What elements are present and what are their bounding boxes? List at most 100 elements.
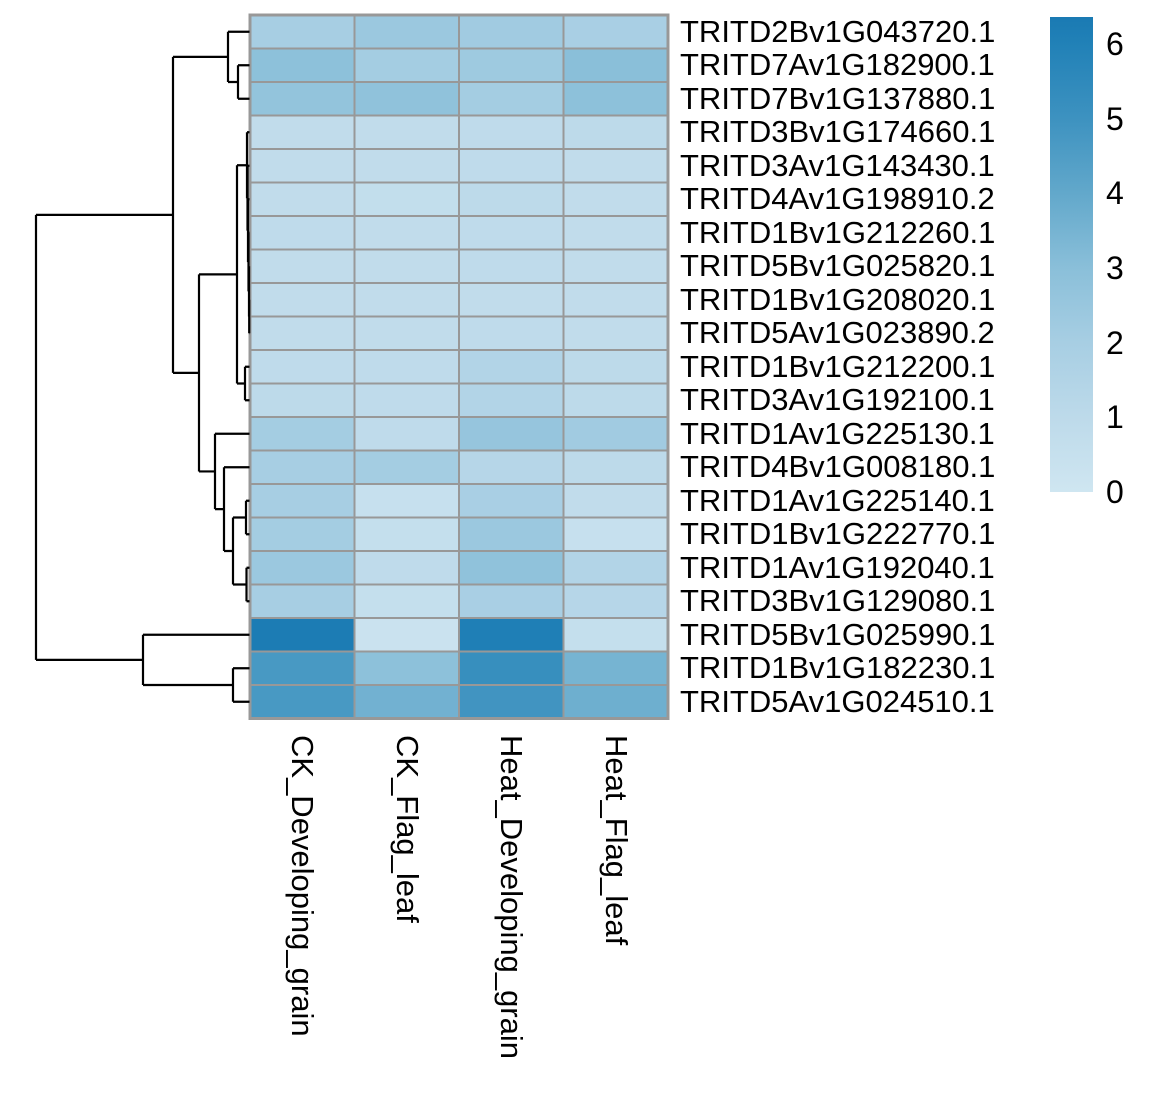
heatmap-cell <box>249 583 356 619</box>
row-label: TRITD3Bv1G174660.1 <box>680 114 996 150</box>
heatmap-cell <box>458 114 565 150</box>
heatmap-cell <box>249 684 356 720</box>
heatmap-cell <box>458 550 565 586</box>
heatmap-cell <box>353 81 460 117</box>
heatmap-cell <box>458 516 565 552</box>
heatmap-cell <box>249 114 356 150</box>
row-label: TRITD5Av1G024510.1 <box>680 683 995 719</box>
heatmap-cell <box>458 315 565 351</box>
heatmap-cell <box>353 650 460 686</box>
row-label: TRITD3Av1G192100.1 <box>680 382 995 418</box>
row-label: TRITD7Bv1G137880.1 <box>680 80 996 116</box>
legend-tick-label: 2 <box>1106 324 1124 361</box>
heatmap-cell <box>353 282 460 318</box>
heatmap-cell <box>353 583 460 619</box>
row-label: TRITD1Bv1G222770.1 <box>680 516 996 552</box>
heatmap-cell <box>353 14 460 50</box>
col-label: CK_Flag_leaf <box>389 735 425 923</box>
heatmap-cell <box>562 282 669 318</box>
heatmap-cell <box>353 114 460 150</box>
row-label: TRITD5Bv1G025990.1 <box>680 616 996 652</box>
heatmap-cell <box>458 14 565 50</box>
heatmap-cell <box>249 248 356 284</box>
heatmap-cell <box>353 382 460 418</box>
heatmap-cell <box>562 416 669 452</box>
legend-tick-label: 5 <box>1106 100 1124 137</box>
heatmap-cell <box>562 449 669 485</box>
heatmap-cell <box>458 617 565 653</box>
heatmap-cell <box>458 382 565 418</box>
heatmap-cell <box>353 617 460 653</box>
heatmap-cell <box>249 650 356 686</box>
heatmap-cell <box>353 483 460 519</box>
heatmap-cell <box>353 315 460 351</box>
heatmap-cell <box>562 248 669 284</box>
row-label: TRITD3Av1G143430.1 <box>680 147 995 183</box>
heatmap-cell <box>249 516 356 552</box>
heatmap-cell <box>249 14 356 50</box>
heatmap-cell <box>353 550 460 586</box>
legend-tick-label: 4 <box>1106 175 1124 212</box>
heatmap-cell <box>562 483 669 519</box>
heatmap-cell <box>353 248 460 284</box>
heatmap-cell <box>458 215 565 251</box>
heatmap-cell <box>562 349 669 385</box>
heatmap-cell <box>458 449 565 485</box>
heatmap-cell <box>562 114 669 150</box>
heatmap-cell <box>249 181 356 217</box>
heatmap-cell <box>249 349 356 385</box>
legend-tick-label: 0 <box>1106 474 1124 510</box>
row-label: TRITD4Bv1G008180.1 <box>680 449 996 485</box>
heatmap-cell <box>458 81 565 117</box>
heatmap-cell <box>562 14 669 50</box>
row-label: TRITD5Bv1G025820.1 <box>680 248 996 284</box>
row-label: TRITD1Bv1G212260.1 <box>680 214 996 250</box>
heatmap-cell <box>562 550 669 586</box>
heatmap-cell <box>458 684 565 720</box>
heatmap-cell <box>562 215 669 251</box>
heatmap-cell <box>353 449 460 485</box>
heatmap-cell <box>249 315 356 351</box>
heatmap-cell <box>458 282 565 318</box>
heatmap-cell <box>458 181 565 217</box>
heatmap-cell <box>458 650 565 686</box>
heatmap-cell <box>249 617 356 653</box>
row-label: TRITD1Av1G225130.1 <box>680 415 995 451</box>
row-label: TRITD1Bv1G208020.1 <box>680 281 996 317</box>
heatmap-cell <box>562 181 669 217</box>
legend-tick-label: 6 <box>1106 25 1124 62</box>
heatmap-cell <box>562 516 669 552</box>
heatmap-cell <box>562 617 669 653</box>
legend-tick-label: 3 <box>1106 249 1124 286</box>
row-label: TRITD7Av1G182900.1 <box>680 47 995 83</box>
col-label: CK_Developing_grain <box>285 735 321 1037</box>
heatmap-cell <box>249 282 356 318</box>
heatmap-cell <box>458 248 565 284</box>
heatmap-cell <box>562 382 669 418</box>
heatmap-cell <box>458 483 565 519</box>
heatmap-cell <box>249 416 356 452</box>
heatmap-cell <box>562 47 669 83</box>
heatmap-cell <box>562 650 669 686</box>
heatmap-cell <box>249 148 356 184</box>
row-dendrogram <box>34 30 251 703</box>
heatmap-cell <box>249 382 356 418</box>
heatmap-cell <box>353 416 460 452</box>
legend-colorbar <box>1050 17 1093 492</box>
col-label: Heat_Developing_grain <box>494 735 530 1060</box>
heatmap-border <box>248 13 670 720</box>
heatmap-cell <box>249 550 356 586</box>
heatmap-cell <box>458 349 565 385</box>
row-label: TRITD1Bv1G212200.1 <box>680 348 996 384</box>
heatmap-cell <box>353 516 460 552</box>
row-label: TRITD4Av1G198910.2 <box>680 181 995 217</box>
heatmap-cell <box>249 81 356 117</box>
row-label: TRITD1Bv1G182230.1 <box>680 650 996 686</box>
heatmap-cell <box>562 684 669 720</box>
col-label: Heat_Flag_leaf <box>598 735 634 946</box>
heatmap-cell <box>249 483 356 519</box>
heatmap-cell <box>353 47 460 83</box>
heatmap-cell <box>562 583 669 619</box>
